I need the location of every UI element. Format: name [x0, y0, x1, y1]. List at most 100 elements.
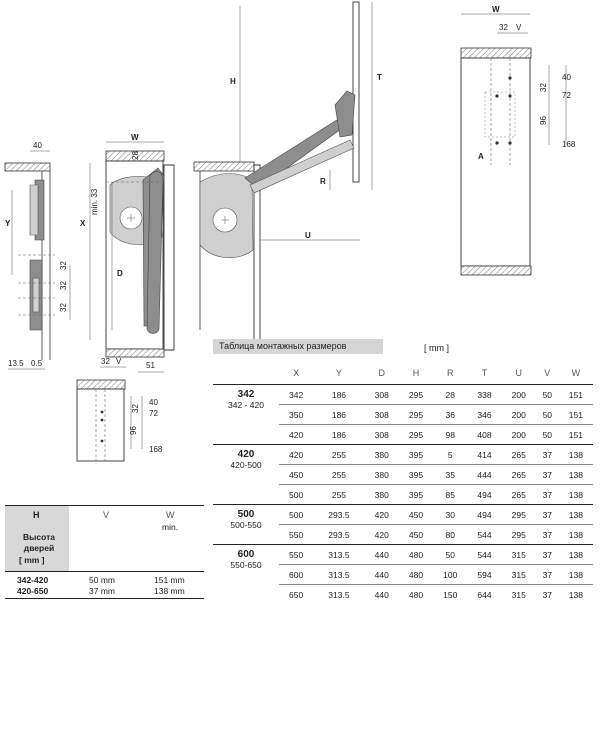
dim-32-bottom: 32	[101, 357, 110, 366]
table-cell: 450	[398, 524, 434, 545]
table-cell: 480	[398, 564, 434, 585]
label-w-right: W	[492, 5, 500, 14]
table-cell: 440	[364, 544, 399, 565]
dim-96-right: 96	[539, 116, 548, 125]
table-cell: 350	[279, 404, 314, 425]
table-cell: 186	[313, 384, 365, 405]
table-cell: 315	[501, 564, 536, 585]
table-cell: 346	[467, 404, 502, 425]
label-a: A	[478, 152, 484, 161]
unit-label: [ mm ]	[424, 343, 449, 353]
table-cell: 138	[558, 544, 593, 565]
table-cell: 308	[364, 404, 399, 425]
table-cell: 36	[433, 404, 468, 425]
label-x: X	[80, 219, 86, 228]
table-cell: 450	[398, 504, 434, 525]
group-size: 420	[237, 449, 255, 460]
table-cell: 380	[364, 484, 399, 505]
table-cell: 395	[398, 484, 434, 505]
dim-168-right: 168	[562, 140, 576, 149]
col-h: H	[412, 368, 420, 378]
table-cell: 138	[558, 484, 593, 505]
label-d: D	[117, 269, 123, 278]
open-door-view: H T U R	[193, 1, 382, 341]
label-w: W	[131, 133, 139, 142]
table-cell: 380	[364, 464, 399, 485]
table-cell: 420	[364, 524, 399, 545]
label-r: R	[320, 177, 326, 186]
dim-28: 28	[131, 151, 140, 160]
dim-0-5: 0.5	[31, 359, 43, 368]
table-cell: 444	[467, 464, 502, 485]
table-cell: 440	[364, 584, 399, 604]
table-cell: 186	[313, 404, 365, 425]
col-x: X	[293, 368, 300, 378]
table-cell: 395	[398, 444, 434, 465]
table-cell: 450	[279, 464, 314, 485]
table-cell: 308	[364, 424, 399, 445]
group-size: 600	[237, 549, 255, 560]
table-cell: 37	[535, 444, 559, 465]
table-cell: 338	[467, 384, 502, 405]
table-cell: 544	[467, 524, 502, 545]
table-cell: 650	[279, 584, 314, 604]
table-cell: 420	[364, 504, 399, 525]
dim-32-c: 32	[59, 261, 68, 270]
table-cell: 500	[279, 484, 314, 505]
group-range: 342 - 420	[228, 400, 264, 410]
table-cell: 138	[558, 504, 593, 525]
table-cell: 138	[558, 444, 593, 465]
table-cell: 494	[467, 484, 502, 505]
label-u: U	[305, 231, 311, 240]
hole-pattern-right: W 32 V 40 72 32 96 168 A	[460, 5, 576, 276]
dim-72-small: 72	[149, 409, 158, 418]
door-table-header: H Высота дверей [ mm ] V W min.	[5, 505, 204, 571]
col-v: V	[544, 368, 551, 378]
table-cell: 265	[501, 484, 536, 505]
table-cell: 37	[535, 584, 559, 604]
table-cell: 255	[313, 484, 365, 505]
table-cell: 37	[535, 564, 559, 585]
table-cell: 50	[433, 544, 468, 565]
cabinet-front-view: W 28 min. 33 X D 32 V 51	[80, 133, 175, 373]
hole-detail-small: 40 72 32 96 168	[76, 379, 163, 462]
table-cell: 313.5	[313, 564, 365, 585]
table-cell: 293.5	[313, 504, 365, 525]
col-u: U	[515, 368, 523, 378]
label-v-bottom: V	[116, 357, 122, 366]
table-cell: 600	[279, 564, 314, 585]
col-w: W	[571, 368, 581, 378]
table-cell: 544	[467, 544, 502, 565]
dim-96-small: 96	[129, 426, 138, 435]
col-group	[213, 362, 279, 385]
table-cell: 550	[279, 544, 314, 565]
dim-40-right: 40	[562, 73, 571, 82]
table-cell: 308	[364, 384, 399, 405]
dim-13-5: 13.5	[8, 359, 24, 368]
door-row-1-v: 50 mm	[89, 575, 115, 585]
table-cell: 5	[433, 444, 468, 465]
door-row-1-w: 151 mm	[154, 575, 185, 585]
table-cell: 550	[279, 524, 314, 545]
table-cell: 151	[558, 404, 593, 425]
table-cell: 295	[501, 504, 536, 525]
table-cell: 265	[501, 444, 536, 465]
table-cell: 594	[467, 564, 502, 585]
dim-32-b: 32	[59, 303, 68, 312]
group-size: 342	[237, 389, 255, 400]
header-h-cell	[5, 506, 69, 571]
table-cell: 295	[398, 404, 434, 425]
dim-72-right: 72	[562, 91, 571, 100]
table-cell: 293.5	[313, 524, 365, 545]
table-cell: 138	[558, 584, 593, 604]
table-cell: 100	[433, 564, 468, 585]
